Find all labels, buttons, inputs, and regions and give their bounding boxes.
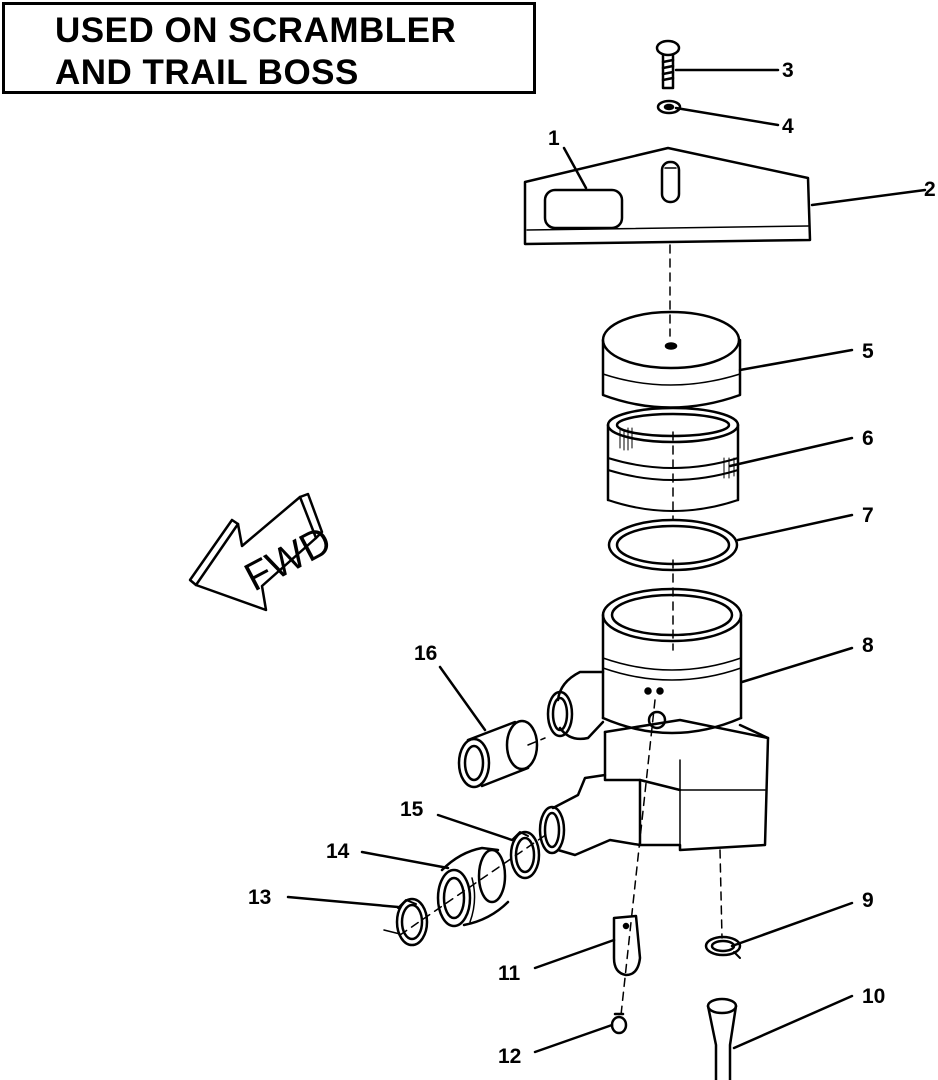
part-9-clamp	[704, 935, 742, 959]
part-13-clamp	[383, 897, 429, 947]
part-3-screw	[655, 39, 681, 90]
part-11-drain-plate	[612, 914, 642, 977]
callout-1: 1	[548, 127, 560, 150]
callout-2: 2	[924, 178, 936, 201]
callout-7: 7	[862, 504, 874, 527]
title-box: USED ON SCRAMBLER AND TRAIL BOSS	[2, 2, 536, 94]
callout-8: 8	[862, 634, 874, 657]
callout-14: 14	[326, 840, 350, 863]
part-16-tube	[457, 719, 539, 789]
callout-12: 12	[498, 1045, 521, 1068]
part-4-washer	[656, 99, 682, 115]
part-10-drain-tube	[706, 997, 738, 1080]
part-5-filter-cover	[601, 310, 742, 409]
part-2-bracket	[523, 146, 812, 246]
part-12-drain-plug	[610, 1012, 628, 1035]
callout-16: 16	[414, 642, 437, 665]
part-14-boot	[436, 846, 510, 928]
callout-11: 11	[498, 962, 521, 985]
assembly-lines	[399, 244, 723, 1016]
callout-labels: 1 2 3 4 5 6 7 8 9 10 11 12 13 14 15 16	[248, 59, 936, 1068]
fwd-arrow-icon	[188, 492, 324, 612]
callout-6: 6	[862, 427, 874, 450]
callout-10: 10	[862, 985, 885, 1008]
callout-9: 9	[862, 889, 874, 912]
leader-lines	[286, 68, 927, 1054]
callout-4: 4	[782, 115, 794, 138]
callout-5: 5	[862, 340, 874, 363]
title-line-1: USED ON SCRAMBLER	[55, 11, 457, 50]
part-8-air-box	[538, 587, 770, 857]
callout-15: 15	[400, 798, 424, 821]
title-line-2: AND TRAIL BOSS	[55, 53, 359, 92]
callout-13: 13	[248, 886, 271, 909]
callout-3: 3	[782, 59, 794, 82]
